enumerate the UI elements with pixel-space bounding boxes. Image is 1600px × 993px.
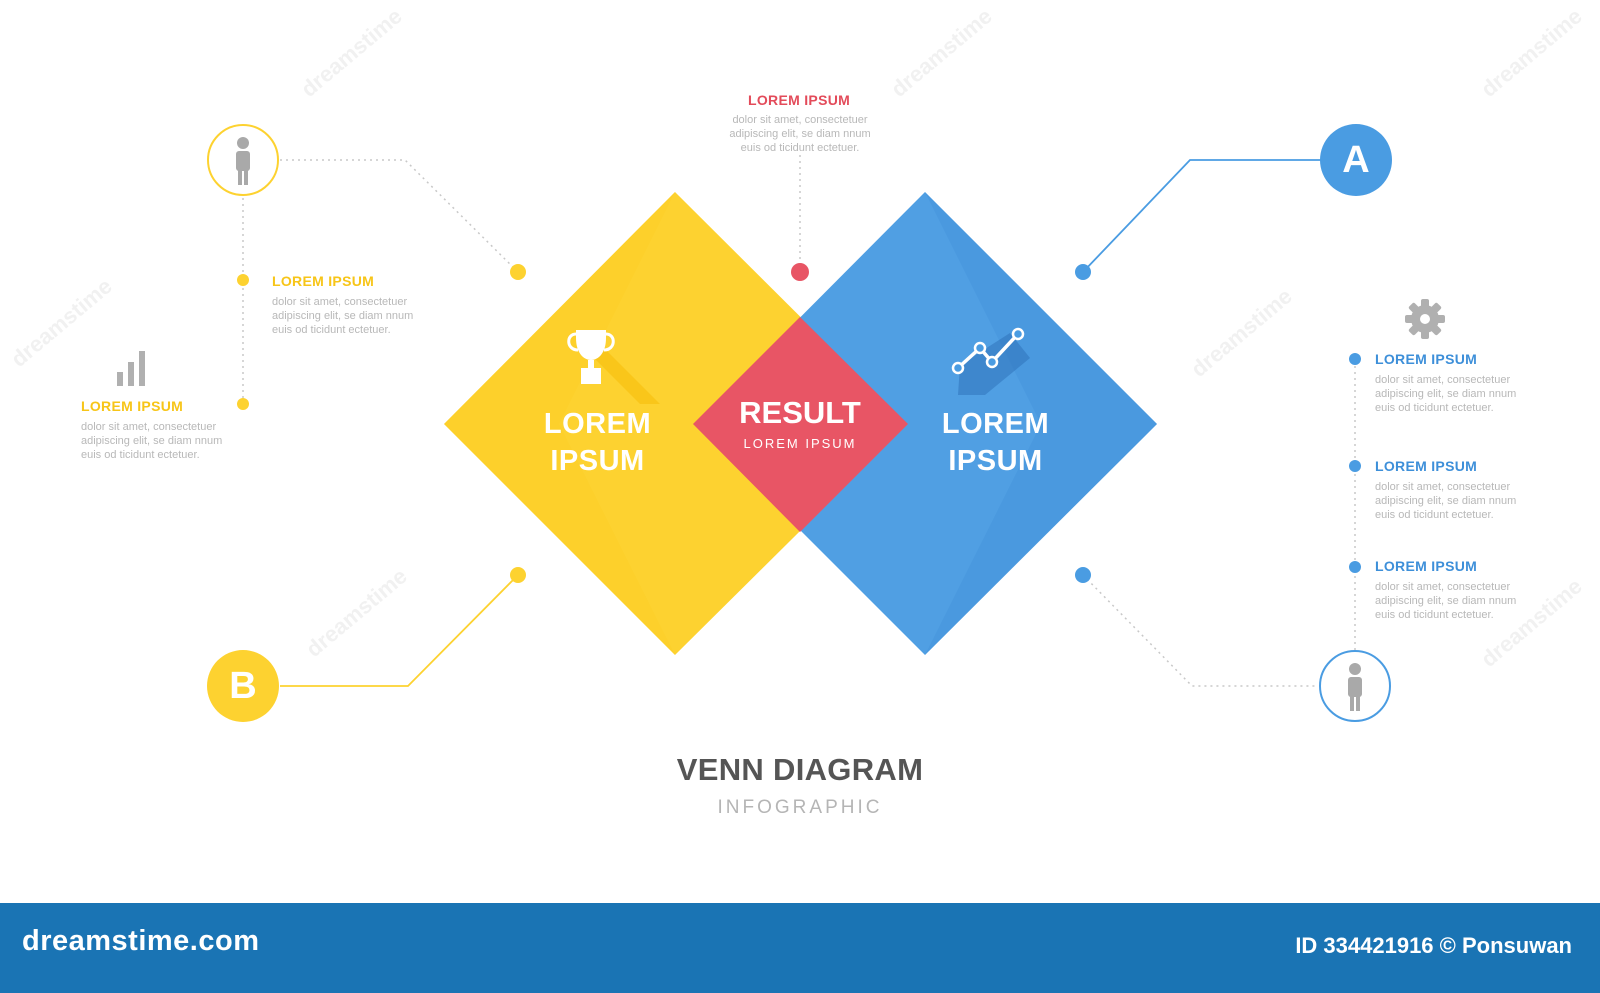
left-square-line1: LOREM — [543, 408, 652, 440]
right-note-3-heading: LOREM IPSUM — [1375, 558, 1478, 574]
left-square-line2: IPSUM — [550, 445, 645, 477]
dot-left-note-2 — [237, 398, 249, 410]
connector-dots — [237, 263, 1361, 583]
footer-bar: dreamstime.com ID 334421916 © Ponsuwan — [0, 903, 1600, 993]
right-note-1-heading: LOREM IPSUM — [1375, 351, 1478, 367]
badge-a-circle — [1320, 124, 1392, 196]
left-note-1-heading: LOREM IPSUM — [272, 273, 375, 289]
result-subtitle: LOREM IPSUM — [743, 436, 857, 451]
right-note-1-body: dolor sit amet, consectetuer adipiscing … — [1375, 374, 1517, 414]
right-note-2-heading: LOREM IPSUM — [1375, 458, 1478, 474]
connector-a — [1082, 159, 1322, 273]
connector-b — [280, 574, 519, 687]
right-square-line1: LOREM — [941, 408, 1050, 440]
badge-b-circle — [207, 650, 279, 722]
connector-bottom-right — [1082, 574, 1318, 687]
connector-lines — [242, 155, 1356, 687]
badge-a-label: A — [1342, 139, 1370, 181]
line-chart-icon — [951, 327, 1030, 395]
left-note-2-heading: LOREM IPSUM — [81, 398, 184, 414]
person-badge-bottom-right — [1319, 650, 1391, 722]
bar-chart-icon — [117, 351, 145, 386]
person-icon — [236, 137, 250, 185]
left-note-2-body: dolor sit amet, consectetuer adipiscing … — [81, 421, 223, 461]
dot-yellow-bottom — [510, 567, 526, 583]
dot-right-note-2 — [1349, 460, 1361, 472]
left-square-shade — [444, 192, 675, 655]
left-square-label: LOREM IPSUM — [530, 406, 665, 480]
result-title: RESULT — [739, 395, 861, 430]
dot-right-note-1 — [1349, 353, 1361, 365]
page-title: VENN DIAGRAM — [676, 752, 924, 787]
dot-red-top — [791, 263, 809, 281]
trophy-icon — [567, 330, 660, 404]
dot-yellow-top — [510, 264, 526, 280]
page-subtitle: INFOGRAPHIC — [717, 797, 883, 818]
right-note-2-body: dolor sit amet, consectetuer adipiscing … — [1375, 481, 1517, 521]
person-icon — [1348, 663, 1362, 711]
right-square-line2: IPSUM — [948, 445, 1043, 477]
center-overlap — [693, 317, 908, 532]
left-note-1-body: dolor sit amet, consectetuer adipiscing … — [272, 296, 414, 336]
top-note-body: dolor sit amet, consectetuer adipiscing … — [729, 114, 871, 154]
footer-image-id: ID 334421916 © Ponsuwan — [1295, 933, 1572, 958]
badge-b-label: B — [229, 665, 257, 707]
left-square — [444, 192, 908, 655]
right-square-shade — [925, 192, 1157, 655]
right-note-3-body: dolor sit amet, consectetuer adipiscing … — [1375, 581, 1517, 621]
person-badge-top-left — [207, 124, 279, 196]
gear-icon — [1405, 299, 1445, 339]
footer-logo[interactable]: dreamstime.com — [22, 925, 260, 957]
dot-left-note-1 — [237, 274, 249, 286]
top-note-heading: LOREM IPSUM — [748, 92, 851, 108]
dot-right-note-3 — [1349, 561, 1361, 573]
dot-blue-bottom — [1075, 567, 1091, 583]
right-square-label: LOREM IPSUM — [928, 406, 1063, 480]
connector-top-left — [280, 159, 519, 273]
right-square — [694, 192, 1157, 655]
dot-blue-top — [1075, 264, 1091, 280]
